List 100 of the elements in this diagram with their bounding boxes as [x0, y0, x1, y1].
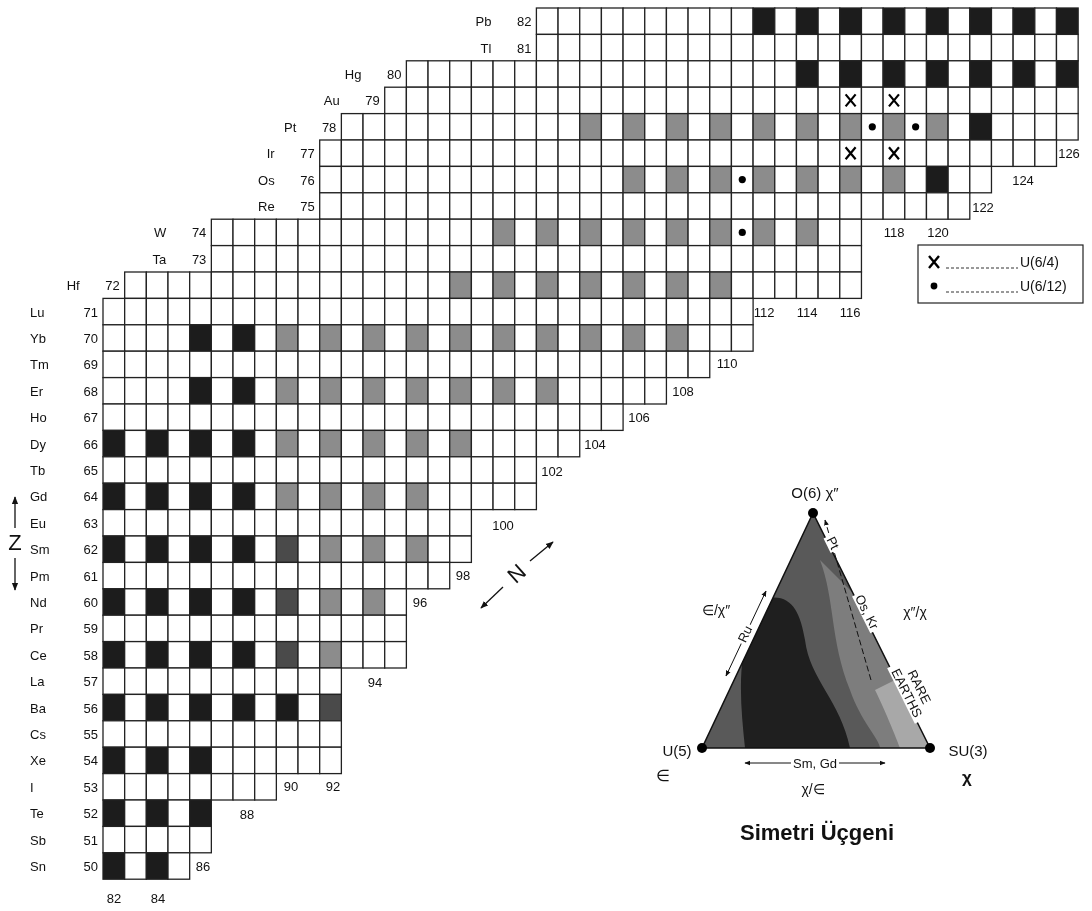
element-symbol: Cs: [30, 727, 46, 741]
caption: Simetri Üçgeni: [740, 822, 894, 844]
neutron-number: 94: [367, 675, 383, 689]
axis-label: Z: [8, 532, 22, 554]
neutron-number: 84: [150, 891, 166, 905]
element-symbol: Hf: [66, 278, 80, 292]
proton-number: 66: [83, 437, 98, 451]
element-symbol: I: [30, 780, 34, 794]
proton-number: 80: [386, 67, 402, 81]
element-symbol: Ir: [266, 146, 275, 160]
proton-number: 58: [83, 648, 98, 662]
vertex-label: O(6) χ″: [791, 484, 839, 500]
element-symbol: Au: [323, 93, 340, 107]
neutron-number: 92: [325, 779, 341, 793]
neutron-number: 96: [412, 595, 428, 609]
element-symbol: Lu: [30, 305, 45, 319]
element-symbol: La: [30, 674, 45, 688]
element-symbol: Nd: [30, 595, 47, 609]
neutron-number: 112: [753, 305, 775, 319]
element-symbol: Dy: [30, 437, 46, 451]
element-symbol: Sm: [30, 542, 50, 556]
proton-number: 53: [83, 780, 98, 794]
proton-number: 50: [83, 859, 98, 873]
element-symbol: Er: [30, 384, 43, 398]
legend-label: U(6/12): [1020, 279, 1067, 293]
proton-number: 51: [83, 833, 98, 847]
neutron-number: 108: [672, 384, 694, 398]
neutron-number: 86: [195, 859, 211, 873]
neutron-number: 126: [1058, 146, 1080, 160]
proton-number: 76: [300, 173, 315, 187]
element-symbol: Pm: [30, 569, 50, 583]
proton-number: 67: [83, 410, 98, 424]
proton-number: 74: [191, 225, 207, 239]
proton-number: 79: [365, 93, 380, 107]
vertex-label: χ: [962, 768, 972, 786]
proton-number: 55: [83, 727, 98, 741]
proton-number: 75: [300, 199, 315, 213]
ratio-label: χ″/χ: [903, 605, 927, 619]
element-symbol: Os: [258, 173, 275, 187]
vertex-label: ∈: [656, 768, 670, 784]
neutron-number: 102: [541, 464, 563, 478]
proton-number: 68: [83, 384, 98, 398]
element-symbol: Pr: [30, 621, 43, 635]
neutron-number: 120: [927, 225, 949, 239]
vertex-label: SU(3): [948, 742, 988, 758]
element-symbol: Xe: [30, 753, 46, 767]
proton-number: 61: [83, 569, 98, 583]
proton-number: 65: [83, 463, 98, 477]
axis-label: N: [503, 560, 531, 588]
ratio-label: χ/∈: [801, 782, 825, 796]
element-symbol: W: [154, 225, 167, 239]
element-symbol: Ba: [30, 701, 46, 715]
element-symbol: Tl: [480, 41, 492, 55]
element-symbol: Re: [258, 199, 275, 213]
element-symbol: Pb: [475, 14, 492, 28]
neutron-number: 106: [628, 410, 650, 424]
proton-number: 54: [83, 753, 98, 767]
element-symbol: Sn: [30, 859, 46, 873]
neutron-number: 82: [106, 891, 122, 905]
element-symbol: Ho: [30, 410, 47, 424]
neutron-number: 88: [239, 807, 255, 821]
proton-number: 71: [83, 305, 98, 319]
proton-number: 73: [191, 252, 207, 266]
proton-number: 78: [321, 120, 337, 134]
proton-number: 57: [83, 674, 98, 688]
neutron-number: 104: [584, 437, 606, 451]
element-symbol: Yb: [30, 331, 46, 345]
proton-number: 52: [83, 806, 98, 820]
neutron-number: 98: [455, 568, 471, 582]
element-symbol: Ce: [30, 648, 47, 662]
proton-number: 62: [83, 542, 98, 556]
proton-number: 69: [83, 357, 98, 371]
element-symbol: Te: [30, 806, 44, 820]
proton-number: 64: [83, 489, 98, 503]
neutron-number: 118: [883, 225, 905, 239]
neutron-number: 90: [283, 779, 299, 793]
legend-label: U(6/4): [1020, 255, 1059, 269]
ratio-label: ∈/χ″: [701, 603, 731, 617]
element-symbol: Pt: [284, 120, 297, 134]
element-symbol: Eu: [30, 516, 46, 530]
element-symbol: Hg: [344, 67, 362, 81]
neutron-number: 124: [1012, 173, 1034, 187]
element-symbol: Sb: [30, 833, 46, 847]
neutron-number: 110: [716, 356, 738, 370]
nucleus-label: Sm, Gd: [790, 756, 840, 770]
neutron-number: 122: [972, 200, 994, 214]
element-symbol: Gd: [30, 489, 48, 503]
proton-number: 70: [83, 331, 98, 345]
proton-number: 72: [105, 278, 120, 292]
proton-number: 63: [83, 516, 98, 530]
element-symbol: Tb: [30, 463, 46, 477]
proton-number: 59: [83, 621, 98, 635]
proton-number: 56: [83, 701, 98, 715]
proton-number: 77: [300, 146, 315, 160]
element-symbol: Ta: [152, 252, 167, 266]
neutron-number: 100: [492, 518, 514, 532]
vertex-label: U(5): [662, 742, 692, 758]
proton-number: 81: [516, 41, 532, 55]
proton-number: 60: [83, 595, 98, 609]
proton-number: 82: [516, 14, 532, 28]
